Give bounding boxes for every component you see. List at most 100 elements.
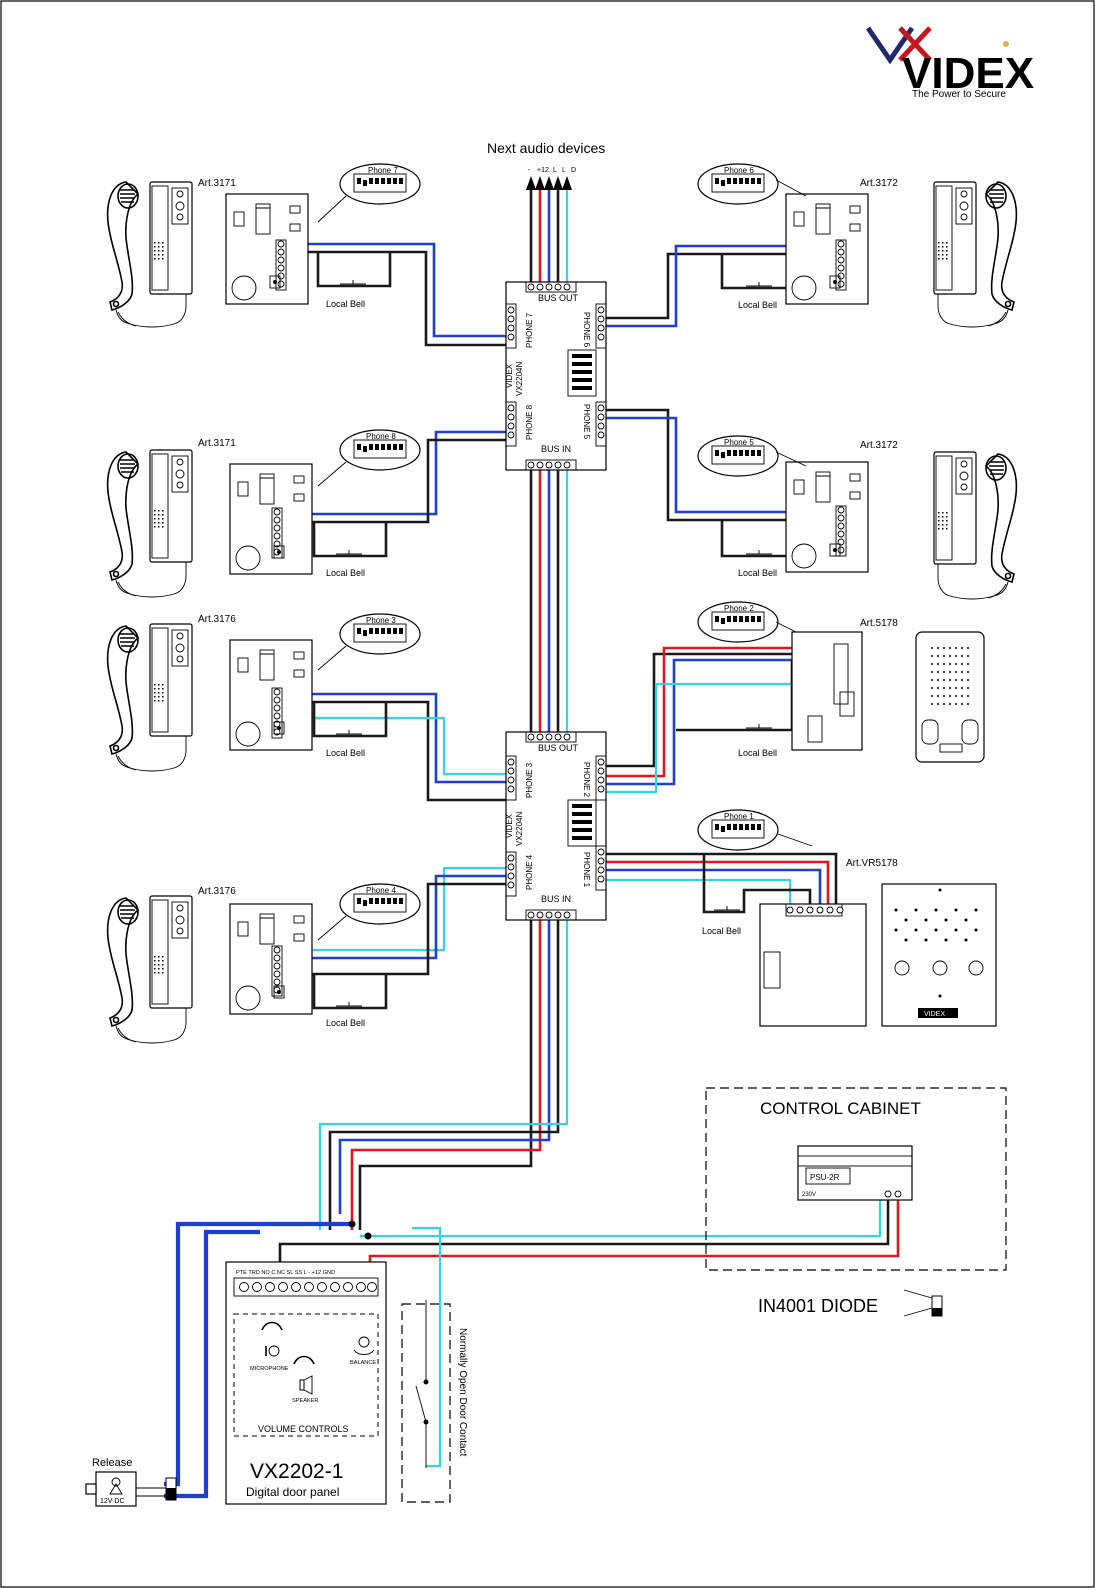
phone-5-station: Art.3172 Phone 5 Local Bell [697,435,1018,600]
phone-3-dip-label: Phone 3 [366,616,396,625]
phone-1-brand: VIDEX [924,1011,945,1018]
distributor-lower: BUS OUT BUS IN PHONE 3 PHONE 4 PHONE 2 P… [505,731,607,921]
wiring [164,176,900,1499]
local-bell-4: Local Bell [326,1018,365,1028]
panel-terminal-labels: PTE TRD NO C NC SL SS L - +12 GND [236,1270,335,1276]
phone-2-dip-label: Phone 2 [724,604,754,613]
local-bell-8: Local Bell [326,568,365,578]
speaker-label: SPEAKER [292,1398,318,1404]
phone-6-dip-label: Phone 6 [724,166,754,175]
release-voltage: 12V DC [100,1498,125,1505]
release-label: Release [92,1457,132,1469]
phone-5-article: Art.3172 [860,440,898,451]
phone-2-module [791,631,863,751]
bus-out-label-lower: BUS OUT [538,743,579,753]
release-lock: Release 12V DC [85,1457,177,1507]
phone-8-station: Art.3171 Phone 8 Local Bell [106,429,421,598]
port-label-phone6: PHONE 6 [582,312,591,348]
svg-text:L: L [562,167,566,174]
phone-5-dip-label: Phone 5 [724,438,754,447]
call-button-1 [894,960,910,976]
microphone-label: MICROPHONE [250,1366,289,1372]
phone-4-article: Art.3176 [198,886,236,897]
local-bell-5: Local Bell [738,568,777,578]
next-audio-devices-label: Next audio devices [487,140,605,156]
svg-text:+12: +12 [537,167,549,174]
bus-in-label-lower: BUS IN [541,894,571,904]
lock-icon [111,1477,121,1487]
bus-out-terminals-upper [525,281,577,293]
port-label-phone5: PHONE 5 [582,404,591,440]
microphone-icon [268,1345,280,1357]
psu-label: PSU-2R [810,1173,840,1182]
dip-switch-upper [567,349,597,397]
local-bell-7: Local Bell [326,299,365,309]
phone-4-station: Art.3176 Phone 4 Local Bell [106,883,421,1044]
door-panel-description: Digital door panel [246,1485,339,1499]
speaker-icon [299,1379,305,1391]
call-button-2 [932,960,948,976]
phone-1-station: VIDEX Art.VR5178 Phone 1 Local Bell [697,809,997,1027]
brand-name: VIDEX [902,49,1034,98]
bus-out-label-upper: BUS OUT [538,293,579,303]
call-button-3 [968,960,984,976]
svg-text:L: L [553,167,557,174]
phone-2-grille [931,647,969,705]
local-bell-6: Local Bell [738,300,777,310]
svg-text:-: - [528,167,531,174]
balance-label: BALANCE [350,1360,376,1366]
diode-label: IN4001 DIODE [758,1296,878,1316]
bus-in-terminals-upper [525,459,577,471]
phone-6-station: Art.3172 Phone 6 Local Bell [697,163,1018,328]
psu-unit [797,1145,913,1201]
phone-4-dip-label: Phone 4 [366,886,396,895]
control-cabinet: CONTROL CABINET PSU-2R 230V [705,1087,1007,1271]
local-bell-2: Local Bell [738,748,777,758]
port-label-phone2: PHONE 2 [582,762,591,798]
dip-switch-lower [567,799,597,847]
phone-1-grille [894,888,978,998]
phone-2-article: Art.5178 [860,618,898,629]
port-label-phone4: PHONE 4 [525,854,534,890]
diode-legend: IN4001 DIODE [758,1289,943,1317]
phone-8-article: Art.3171 [198,438,236,449]
phone-2-station: Art.5178 Phone 2 Local Bell [697,601,985,763]
phone-1-article: Art.VR5178 [846,858,898,869]
phone-8-dip-label: Phone 8 [366,432,396,441]
phone-7-station: Art.3171 Phone 7 Local Bell [106,163,421,328]
phone-7-article: Art.3171 [198,178,236,189]
phone-3-station: Art.3176 Phone 3 Local Bell [106,613,421,772]
door-contact-label: Normally Open Door Contact [457,1328,468,1457]
psu-mains-label: 230V [802,1192,816,1198]
door-panel-model: VX2202-1 [250,1460,343,1483]
distributor-model-lower: VX2204N [515,812,524,846]
port-label-phone7: PHONE 7 [525,312,534,348]
balance-icon [358,1336,370,1348]
svg-text:D: D [571,167,576,174]
local-bell-1: Local Bell [702,926,741,936]
control-cabinet-title: CONTROL CABINET [760,1099,921,1118]
port-label-phone1: PHONE 1 [582,852,591,888]
port-label-phone8: PHONE 8 [525,404,534,440]
phone-1-door-unit [881,883,997,1027]
phone-1-dip-label: Phone 1 [724,812,754,821]
distributor-upper: BUS OUT BUS IN PHONE 7 PHONE 8 PHONE 6 P… [505,281,607,471]
phone-7-dip-label: Phone 7 [368,166,398,175]
distributor-brand-upper: VIDEX [505,363,514,388]
distributor-model-upper: VX2204N [515,362,524,396]
phone-6-article: Art.3172 [860,178,898,189]
videx-logo: VIDEX The Power to Secure [865,26,1034,100]
volume-controls-label: VOLUME CONTROLS [258,1424,349,1434]
local-bell-3: Local Bell [326,748,365,758]
door-contact: Normally Open Door Contact [401,1300,468,1503]
distributor-brand-lower: VIDEX [505,813,514,838]
bus-in-label-upper: BUS IN [541,444,571,454]
phone-1-module [759,903,867,1027]
door-panel-vx2202: PTE TRD NO C NC SL SS L - +12 GND MICROP… [225,1261,387,1505]
bus-out-terminal-labels: - +12 L L D [528,167,576,174]
port-label-phone3: PHONE 3 [525,762,534,798]
phone-3-article: Art.3176 [198,614,236,625]
